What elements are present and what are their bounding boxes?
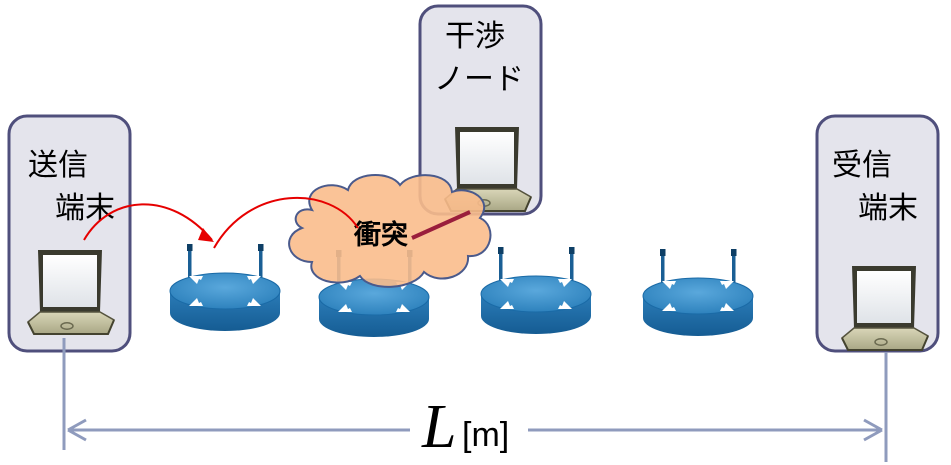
interferer-label-line1: 干渉 xyxy=(445,19,505,54)
receiver-label-line2: 端末 xyxy=(858,191,918,226)
interferer-label-line2: ノード xyxy=(434,62,524,97)
sender-label-line2: 端末 xyxy=(55,191,115,226)
receiver-label-line1: 受信 xyxy=(832,148,892,183)
router-icon-3 xyxy=(480,246,592,335)
dimension-arrowhead-right-icon xyxy=(863,418,883,442)
interference-signal-line xyxy=(411,210,471,240)
collision-label: 衝突 xyxy=(353,219,408,251)
transmission-arrow-1 xyxy=(83,203,213,241)
collision-cloud xyxy=(288,173,492,288)
sender-label-line1: 送信 xyxy=(28,148,88,183)
router-icon-4 xyxy=(642,248,754,337)
transmission-arrow-2 xyxy=(213,196,359,249)
dimension-arrowhead-left-icon xyxy=(67,418,87,442)
router-icon-1 xyxy=(169,243,281,332)
arrowhead-icon xyxy=(198,228,214,242)
distance-unit: [m] xyxy=(462,416,509,454)
distance-symbol: L xyxy=(421,393,456,461)
